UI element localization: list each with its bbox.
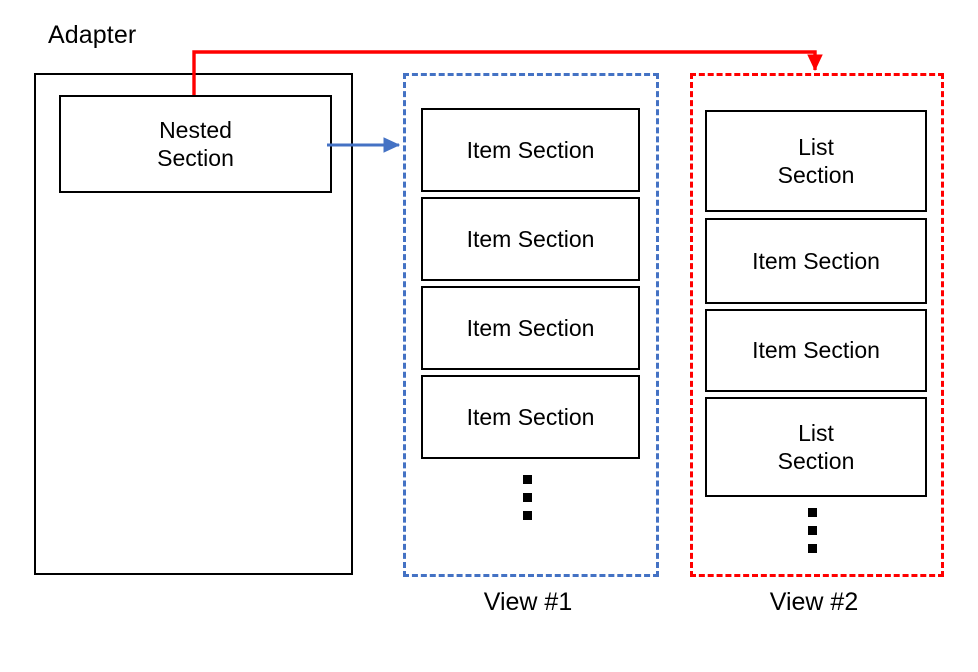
view1-item-section-3[interactable]: Item Section xyxy=(421,286,640,370)
view2-list-section-4-label: List Section xyxy=(778,419,855,475)
view2-list-section-4[interactable]: List Section xyxy=(705,397,927,497)
view2-section-4-line1: List xyxy=(798,419,834,446)
nested-section-box[interactable]: Nested Section xyxy=(59,95,332,193)
view1-ellipsis-icon xyxy=(523,475,532,520)
view2-ellipsis-icon xyxy=(808,508,817,553)
view1-item-section-2[interactable]: Item Section xyxy=(421,197,640,281)
adapter-title-label: Adapter xyxy=(48,21,137,49)
view2-item-section-3[interactable]: Item Section xyxy=(705,309,927,392)
nested-section-line1: Nested xyxy=(159,116,232,143)
view2-list-section-1-label: List Section xyxy=(778,133,855,189)
view1-item-section-1-label: Item Section xyxy=(466,136,595,163)
view2-item-section-2-label: Item Section xyxy=(752,247,880,274)
view2-item-section-3-label: Item Section xyxy=(752,337,880,364)
view1-item-section-2-label: Item Section xyxy=(466,225,595,252)
view2-section-4-line2: Section xyxy=(777,448,855,474)
view1-item-section-3-label: Item Section xyxy=(466,314,595,341)
view2-caption: View #2 xyxy=(769,588,859,616)
nested-section-label: Nested Section xyxy=(157,116,234,172)
view2-list-section-1[interactable]: List Section xyxy=(705,110,927,212)
nested-section-line2: Section xyxy=(157,145,234,171)
view1-caption: View #1 xyxy=(483,588,573,616)
view1-item-section-4[interactable]: Item Section xyxy=(421,375,640,459)
view2-section-1-line2: Section xyxy=(777,162,855,188)
view1-item-section-4-label: Item Section xyxy=(466,403,595,430)
view2-section-1-line1: List xyxy=(798,133,834,160)
view2-item-section-2[interactable]: Item Section xyxy=(705,218,927,304)
view2-container xyxy=(690,73,944,577)
view1-item-section-1[interactable]: Item Section xyxy=(421,108,640,192)
